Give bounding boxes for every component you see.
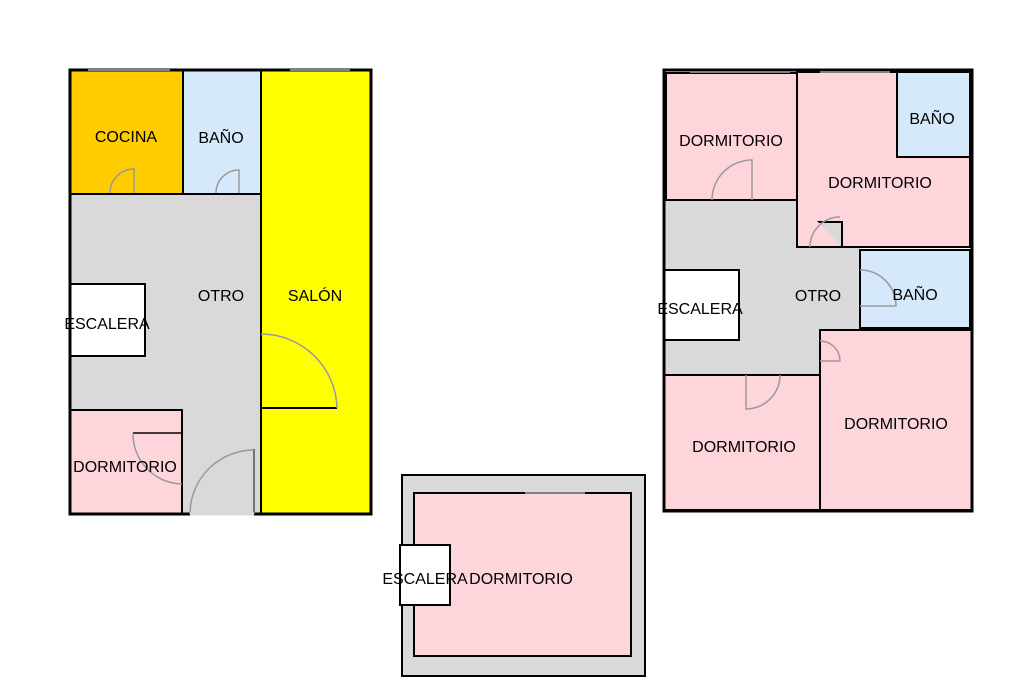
room-dormitorio-1	[665, 72, 798, 201]
door-salon	[260, 333, 338, 409]
room-salon	[260, 69, 372, 515]
floor-plan-3: ESCALERA DORMITORIO	[382, 474, 646, 677]
label-dormitorio-3: DORMITORIO	[692, 439, 796, 456]
label-salon: SALÓN	[288, 286, 342, 305]
label-bano-1: BAÑO	[909, 108, 954, 128]
door-cocina	[109, 168, 135, 194]
label-escalera: ESCALERA	[657, 301, 743, 318]
walls-floor-2	[662, 68, 974, 513]
label-dormitorio: DORMITORIO	[73, 459, 177, 476]
walls-floor-1	[68, 68, 373, 516]
door-dormitorio-3	[745, 374, 781, 410]
room-escalera	[663, 269, 740, 341]
label-dormitorio-2: DORMITORIO	[828, 175, 932, 192]
door-bano	[215, 169, 240, 194]
label-cocina: COCINA	[95, 129, 158, 146]
label-otro: OTRO	[198, 288, 244, 305]
room-cocina	[69, 69, 184, 195]
door-dormitorio-2	[809, 216, 841, 248]
door-dormitorio-1	[711, 159, 753, 201]
floor-plan-1: COCINA BAÑO SALÓN OTRO ESCALERA DORMITOR…	[64, 68, 373, 516]
label-escalera: ESCALERA	[64, 316, 150, 333]
label-dormitorio-4: DORMITORIO	[844, 416, 948, 433]
room-bano-1	[896, 71, 971, 158]
label-bano-2: BAÑO	[892, 284, 937, 304]
dormitorio-2-ext	[796, 200, 842, 248]
door-dormitorio	[132, 432, 183, 485]
label-dormitorio: DORMITORIO	[469, 571, 573, 588]
door-bano-2	[859, 269, 897, 307]
room-escalera	[399, 544, 451, 606]
label-dormitorio-1: DORMITORIO	[679, 133, 783, 150]
room-dormitorio-2	[69, 409, 183, 515]
door-entrance	[189, 449, 255, 515]
floor-plan-2: DORMITORIO DORMITORIO BAÑO BAÑO OTRO ESC…	[657, 68, 974, 513]
label-escalera: ESCALERA	[382, 571, 468, 588]
label-otro: OTRO	[795, 288, 841, 305]
room-bano-2-frame	[859, 249, 971, 329]
door-dormitorio-4	[819, 340, 841, 362]
label-bano: BAÑO	[198, 127, 243, 147]
